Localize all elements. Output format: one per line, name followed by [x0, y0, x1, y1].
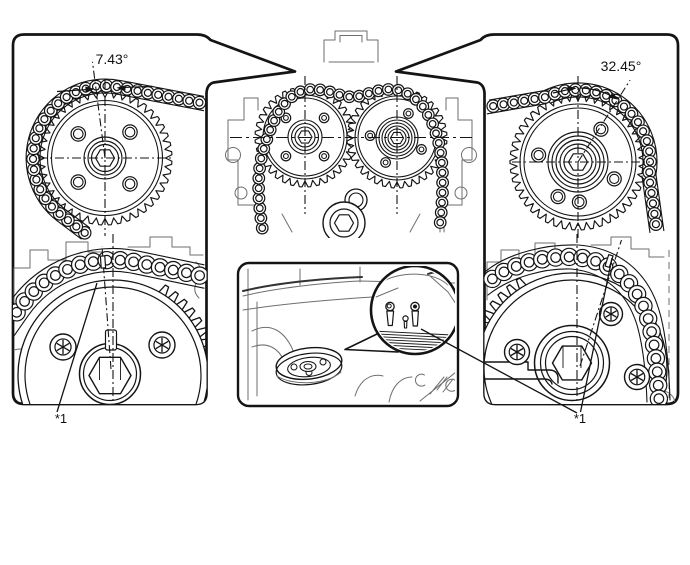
leader-lines-and-labels: 7.43° 32.45° *1 *1: [55, 51, 641, 426]
right-panel-content: [467, 76, 676, 404]
right-gear-angle-label: 32.45°: [601, 58, 642, 74]
right-timing-mark-label: *1: [574, 411, 586, 426]
left-panel-content: [13, 61, 218, 404]
left-timing-mark-label: *1: [55, 411, 67, 426]
crankshaft-pulley-inset-box: [236, 261, 460, 408]
center-engine-front-view: [225, 30, 477, 238]
left-gear-angle-label: 7.43°: [96, 51, 129, 67]
